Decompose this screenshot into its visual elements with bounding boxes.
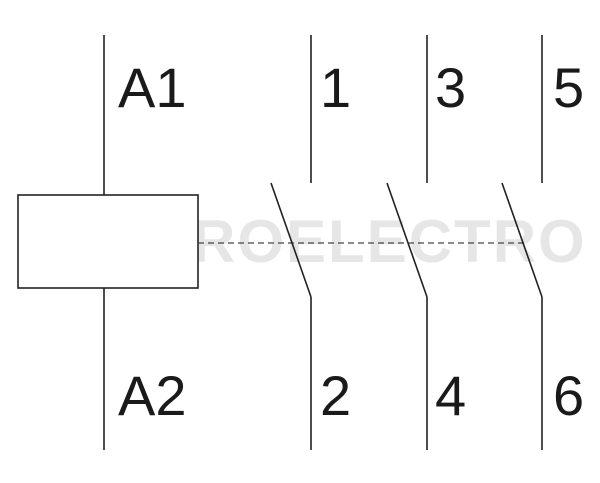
contact-1-top-label: 1 bbox=[320, 56, 351, 119]
contact-5-6: 5 6 bbox=[501, 35, 584, 450]
contact-3-bottom-label: 6 bbox=[553, 364, 584, 427]
contact-2-top-label: 3 bbox=[435, 56, 466, 119]
contact-1-2: 1 2 bbox=[270, 35, 351, 450]
contact-3-blade bbox=[501, 182, 543, 298]
contact-3-4: 3 4 bbox=[386, 35, 466, 450]
contact-2-blade bbox=[386, 182, 428, 298]
coil: A1 A2 bbox=[17, 35, 199, 450]
coil-bottom-label: A2 bbox=[118, 364, 187, 427]
coil-top-label: A1 bbox=[118, 56, 187, 119]
contact-3-top-label: 5 bbox=[553, 56, 584, 119]
coil-box bbox=[17, 194, 199, 289]
contact-1-blade bbox=[270, 182, 312, 298]
contact-1-bottom-label: 2 bbox=[320, 364, 351, 427]
contact-2-bottom-label: 4 bbox=[435, 364, 466, 427]
watermark: PROELECTRO bbox=[112, 208, 587, 276]
watermark-text: PROELECTRO bbox=[150, 208, 587, 275]
